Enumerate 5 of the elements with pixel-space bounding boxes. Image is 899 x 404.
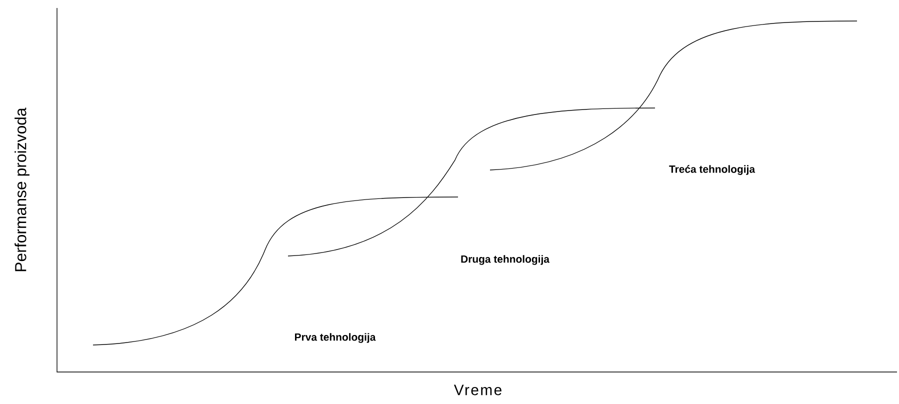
curve-label: Prva tehnologija	[295, 333, 376, 343]
axis-title: Vreme	[454, 384, 502, 396]
axis-title: Performanse proizvoda	[14, 108, 30, 272]
curve-label: Druga tehnologija	[461, 255, 550, 265]
curve-label: Treća tehnologija	[669, 165, 756, 175]
